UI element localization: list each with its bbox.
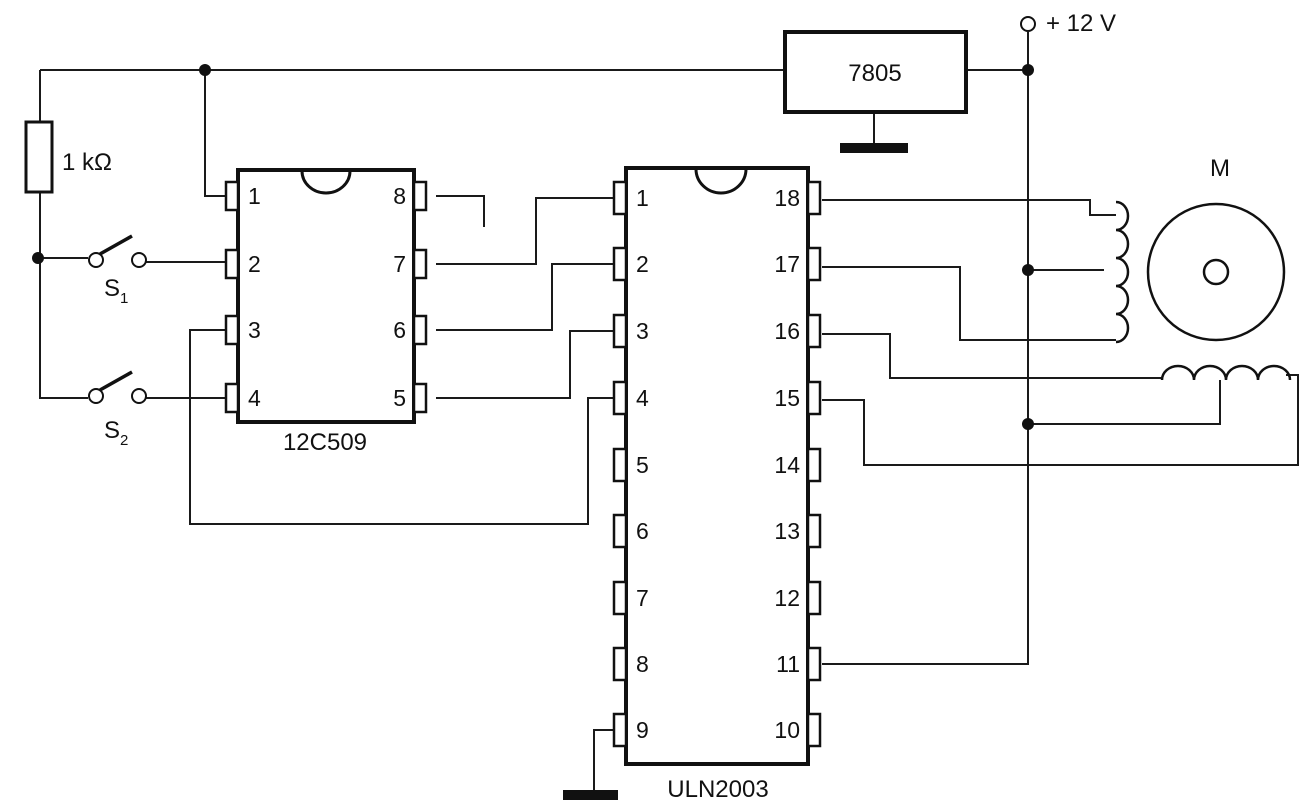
mcu-label: 12C509: [283, 429, 367, 456]
driver-pin-left: [612, 646, 628, 682]
mcu-pin-right: [412, 382, 428, 414]
mcu-pin-right: [412, 248, 428, 280]
stepper-motor: M: [1146, 155, 1286, 342]
junction-dot: [32, 252, 44, 264]
supply-terminal: + 12 V: [1020, 10, 1116, 37]
resistor-label: 1 kΩ: [62, 149, 112, 176]
notch-icon: [300, 170, 352, 195]
driver-pin-number: 7: [636, 585, 649, 611]
junction-dot: [1022, 418, 1034, 430]
ground-icon: [563, 790, 618, 800]
regulator-body: [783, 30, 968, 114]
driver-pin-left: [612, 380, 628, 416]
driver-pin-left: [612, 313, 628, 349]
mcu-pin-left: [224, 180, 240, 212]
driver-pin-number: 6: [636, 518, 649, 544]
mcu-pin-left: [224, 314, 240, 346]
driver-pin-number: 18: [774, 185, 800, 211]
mcu-pin-number: 4: [248, 385, 261, 411]
switch-label: S2: [104, 417, 128, 449]
driver-pin-number: 13: [774, 518, 800, 544]
driver-pin-number: 4: [636, 385, 649, 411]
driver-pin-number: 5: [636, 452, 649, 478]
driver-pin-number: 10: [774, 717, 800, 743]
mcu-pin-left: [224, 248, 240, 280]
resistor-body: [24, 120, 54, 194]
supply-label: + 12 V: [1046, 10, 1116, 37]
driver-pin-number: 15: [774, 385, 800, 411]
mcu-pin-right: [412, 180, 428, 212]
driver-label: ULN2003: [667, 776, 768, 803]
motor-rotor-icon: [1146, 202, 1286, 342]
switch-lever-icon: [99, 234, 133, 256]
mcu-pin-number: 1: [248, 183, 261, 209]
driver-pin-right: [806, 646, 822, 682]
driver-pin-right: [806, 513, 822, 549]
regulator-label: 7805: [848, 60, 901, 87]
mcu-pin-number: 6: [393, 317, 406, 343]
junction-dot: [199, 64, 211, 76]
switch-label: S1: [104, 275, 128, 307]
driver-pin-right: [806, 580, 822, 616]
supply-terminal-icon: [1020, 16, 1036, 32]
mcu-body: [236, 168, 416, 424]
switch-s2: S2: [88, 370, 147, 449]
switch-contact-icon: [88, 252, 104, 268]
driver-pin-number: 14: [774, 452, 800, 478]
switch-contact-icon: [88, 388, 104, 404]
switch-s1: S1: [88, 234, 147, 307]
voltage-regulator: 7805: [783, 30, 968, 153]
motor-coils: [1115, 200, 1292, 381]
motor-label: M: [1210, 155, 1230, 182]
coil-icon: [1160, 364, 1292, 381]
driver-pin-number: 17: [774, 251, 800, 277]
resistor: 1 kΩ: [24, 120, 112, 194]
junction-dot: [1022, 64, 1034, 76]
mcu-pin-number: 7: [393, 251, 406, 277]
driver-pin-right: [806, 447, 822, 483]
mcu-pin-number: 8: [393, 183, 406, 209]
driver-pin-number: 11: [776, 651, 800, 677]
driver-pin-right: [806, 180, 822, 216]
driver-pin-number: 1: [636, 185, 649, 211]
mcu-chip: 1 2 3 4 8 7 6 5 12C509: [224, 168, 428, 456]
driver-pin-number: 16: [774, 318, 800, 344]
driver-pin-right: [806, 246, 822, 282]
mcu-pin-left: [224, 382, 240, 414]
ground-icon: [840, 143, 908, 153]
wires: [39, 32, 1299, 790]
notch-icon: [694, 168, 748, 195]
driver-pin-right: [806, 313, 822, 349]
driver-pin-right: [806, 380, 822, 416]
mcu-pin-number: 3: [248, 317, 261, 343]
coil-icon: [1115, 200, 1130, 344]
driver-pin-number: 3: [636, 318, 649, 344]
driver-pin-number: 12: [774, 585, 800, 611]
mcu-pin-number: 2: [248, 251, 261, 277]
switch-contact-icon: [131, 388, 147, 404]
driver-pin-left: [612, 447, 628, 483]
junction-dot: [1022, 264, 1034, 276]
driver-pin-left: [612, 180, 628, 216]
switch-lever-icon: [99, 370, 133, 392]
switch-contact-icon: [131, 252, 147, 268]
driver-pin-left: [612, 580, 628, 616]
driver-pin-left: [612, 246, 628, 282]
mcu-pin-number: 5: [393, 385, 406, 411]
driver-pin-left: [612, 513, 628, 549]
mcu-pin-right: [412, 314, 428, 346]
driver-pin-left: [612, 712, 628, 748]
junctions: [32, 64, 1034, 430]
motor-shaft-icon: [1202, 258, 1230, 286]
driver-pin-number: 9: [636, 717, 649, 743]
driver-pin-right: [806, 712, 822, 748]
driver-pin-number: 8: [636, 651, 649, 677]
driver-pin-number: 2: [636, 251, 649, 277]
